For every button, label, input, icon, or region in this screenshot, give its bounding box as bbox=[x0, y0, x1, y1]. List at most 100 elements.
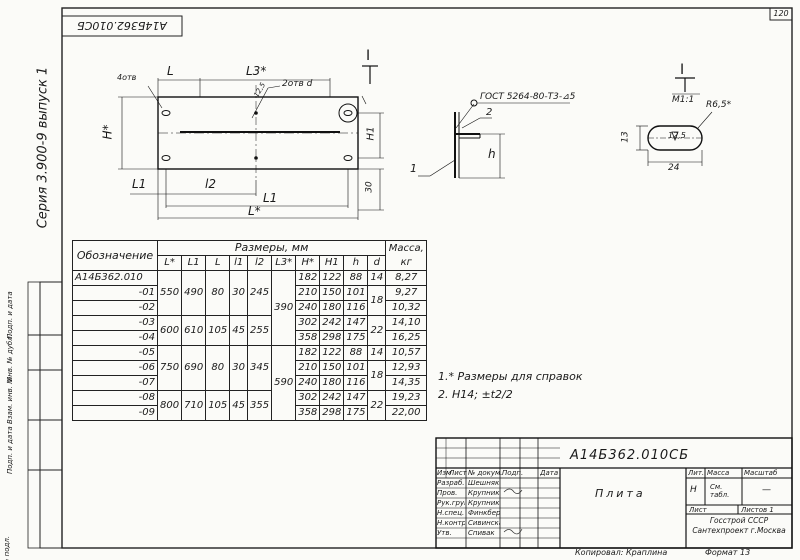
cell-L: 80 bbox=[205, 345, 231, 391]
cell-h: 101 bbox=[343, 285, 369, 301]
role-checker: Пров. bbox=[437, 489, 458, 497]
cell-L1: 710 bbox=[181, 390, 207, 421]
role-norm-control: Н.контр. bbox=[437, 519, 465, 527]
note-2: 2. H14; ±t2/2 bbox=[438, 388, 513, 401]
cell-H1: 298 bbox=[319, 330, 345, 346]
cell-H1: 242 bbox=[319, 390, 345, 406]
dim-L1-small: L1 bbox=[132, 177, 147, 191]
role-approver: Утв. bbox=[437, 529, 452, 537]
row-designation: -01 bbox=[72, 285, 158, 301]
cell-h: 116 bbox=[343, 375, 369, 391]
cell-h: 88 bbox=[343, 345, 369, 361]
col-designation-head: Обозначение bbox=[72, 240, 158, 271]
cell-H: 210 bbox=[295, 285, 321, 301]
dim-L: L bbox=[167, 64, 174, 78]
cell-l1: 45 bbox=[229, 315, 249, 346]
col-sizes-head: Размеры, мм bbox=[156, 240, 387, 256]
cell-H: 302 bbox=[295, 390, 321, 406]
cell-d: 18 bbox=[367, 360, 387, 391]
cell-Lstar: 800 bbox=[156, 390, 183, 421]
cell-H: 240 bbox=[295, 375, 321, 391]
copied-by: Копировал: Краплина bbox=[575, 548, 668, 557]
cell-h: 116 bbox=[343, 300, 369, 316]
cell-H: 358 bbox=[295, 330, 321, 346]
col-Lstar: L* bbox=[156, 255, 183, 271]
cell-Lstar: 750 bbox=[156, 345, 183, 391]
col-H1: H1 bbox=[319, 255, 345, 271]
col-l2: l2 bbox=[247, 255, 273, 271]
holes-d-note: 2отв d bbox=[282, 79, 313, 89]
col-mass-head: Масса, кг bbox=[385, 240, 428, 271]
name-specialist: Финкберг bbox=[468, 509, 500, 517]
cell-L3: 590 bbox=[271, 345, 297, 421]
cell-mass: 9,27 bbox=[385, 285, 428, 301]
cell-H: 302 bbox=[295, 315, 321, 331]
row-designation: -07 bbox=[72, 375, 158, 391]
cell-mass: 10,57 bbox=[385, 345, 428, 361]
cell-d: 14 bbox=[367, 345, 387, 361]
cell-mass: 16,25 bbox=[385, 330, 428, 346]
row-designation: -04 bbox=[72, 330, 158, 346]
row-designation: -05 bbox=[72, 345, 158, 361]
cell-l1: 45 bbox=[229, 390, 249, 421]
scale-value: — bbox=[762, 485, 771, 495]
row-designation: А14Б362.010 bbox=[72, 270, 158, 286]
cell-h: 147 bbox=[343, 315, 369, 331]
row-designation: -09 bbox=[72, 405, 158, 421]
detail-24: 24 bbox=[668, 163, 680, 173]
cell-mass: 8,27 bbox=[385, 270, 428, 286]
cell-h: 101 bbox=[343, 360, 369, 376]
cell-h: 88 bbox=[343, 270, 369, 286]
cell-Lstar: 600 bbox=[156, 315, 183, 346]
cell-H: 358 bbox=[295, 405, 321, 421]
name-developer: Шешнякова bbox=[468, 479, 500, 487]
sheet-number: 120 bbox=[773, 9, 789, 18]
cell-l1: 30 bbox=[229, 345, 249, 391]
dim-30: 30 bbox=[364, 181, 375, 193]
part-name: Плита bbox=[595, 487, 646, 500]
cell-L1: 690 bbox=[181, 345, 207, 391]
row-designation: -02 bbox=[72, 300, 158, 316]
cell-H1: 242 bbox=[319, 315, 345, 331]
cell-mass: 19,23 bbox=[385, 390, 428, 406]
col-h: h bbox=[343, 255, 369, 271]
cell-Lstar: 550 bbox=[156, 270, 183, 316]
cell-L3: 390 bbox=[271, 270, 297, 346]
dim-H: H* bbox=[100, 124, 115, 140]
col-H: H* bbox=[295, 255, 321, 271]
dim-L1-big: L1 bbox=[263, 191, 278, 205]
doc-code: А14Б362.010СБ bbox=[570, 448, 690, 463]
row-designation: -03 bbox=[72, 315, 158, 331]
role-specialist: Н.спец. bbox=[437, 509, 465, 517]
cell-l2: 355 bbox=[247, 390, 273, 421]
mass-header: Масса bbox=[707, 469, 730, 477]
cell-mass: 22,00 bbox=[385, 405, 428, 421]
organization: Госстрой СССР Сантехпроект г.Москва bbox=[692, 516, 786, 535]
lit-value: Н bbox=[690, 485, 697, 495]
weld-note: ГОСТ 5264-80-Т3-⊿5 bbox=[480, 92, 576, 102]
cell-H1: 150 bbox=[319, 360, 345, 376]
cell-h: 175 bbox=[343, 405, 369, 421]
col-head-date: Дата bbox=[540, 469, 559, 477]
cell-H1: 298 bbox=[319, 405, 345, 421]
cell-h: 147 bbox=[343, 390, 369, 406]
cell-L: 80 bbox=[205, 270, 231, 316]
role-group-lead: Рук.группы bbox=[437, 499, 465, 507]
sheet-label: Лист bbox=[689, 506, 707, 514]
view-mark: I bbox=[366, 48, 371, 64]
col-head-list: Лист bbox=[449, 469, 467, 477]
cell-L: 105 bbox=[205, 315, 231, 346]
cell-H: 182 bbox=[295, 270, 321, 286]
dim-H1: H1 bbox=[365, 126, 377, 141]
dim-l2: l2 bbox=[205, 177, 216, 191]
cell-H1: 180 bbox=[319, 300, 345, 316]
col-L1: L1 bbox=[181, 255, 207, 271]
cell-h: 175 bbox=[343, 330, 369, 346]
cell-d: 14 bbox=[367, 270, 387, 286]
role-developer: Разраб. bbox=[437, 479, 465, 487]
detail-13: 13 bbox=[620, 131, 631, 143]
detail-title: I bbox=[680, 62, 685, 78]
holes-note: 4отв bbox=[117, 73, 137, 82]
